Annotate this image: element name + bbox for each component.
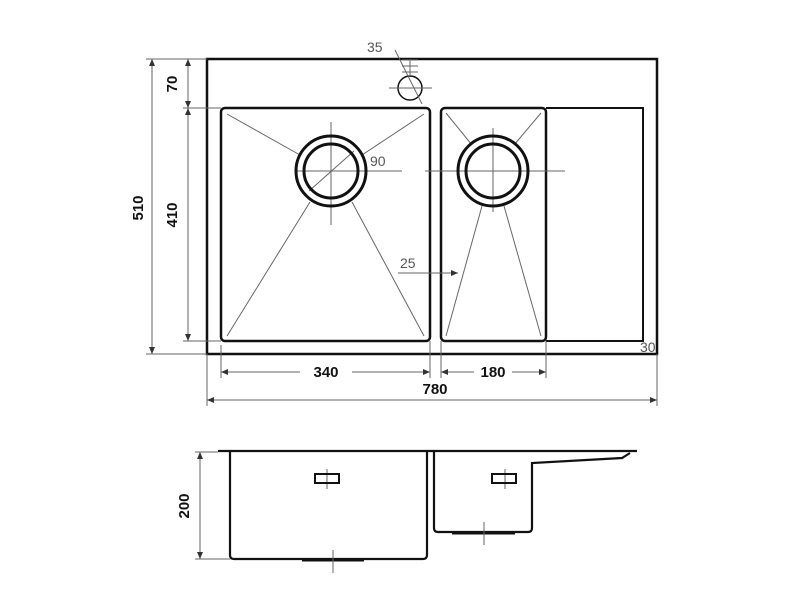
left-overflow — [314, 473, 340, 484]
dim-total-depth: 510 — [130, 195, 147, 220]
sink-outline — [205, 57, 659, 356]
dim-tap-hole: 35 — [367, 39, 383, 55]
dim-bowl-depth: 410 — [164, 202, 181, 227]
dim-front-margin: 70 — [164, 76, 181, 93]
dim-right-bowl-width: 180 — [480, 364, 505, 381]
left-drain-inner — [302, 142, 360, 200]
dim-edge: 30 — [640, 339, 656, 355]
left-bowl — [219, 106, 432, 343]
side-dimension-lines — [195, 451, 230, 560]
side-center-lines — [326, 469, 506, 573]
right-drain — [456, 134, 530, 208]
dim-bowl-height: 200 — [176, 493, 193, 518]
dim-bowl-gap: 25 — [400, 255, 416, 271]
side-profile — [218, 449, 637, 561]
dim-total-width: 780 — [422, 381, 447, 398]
drainboard — [546, 107, 644, 342]
side-view: 200 — [176, 449, 637, 573]
right-overflow — [491, 473, 517, 484]
left-drain — [294, 134, 368, 208]
dim-left-bowl-width: 340 — [313, 364, 338, 381]
right-bowl — [439, 106, 548, 343]
left-bowl-slopes — [226, 113, 425, 337]
right-bowl-slopes — [425, 112, 565, 337]
dim-drain-diameter: 90 — [370, 153, 386, 169]
right-drain-inner — [464, 142, 522, 200]
top-view: 510 70 410 340 180 780 90 25 35 30 — [130, 39, 659, 406]
tap-hole-lines — [389, 49, 432, 105]
